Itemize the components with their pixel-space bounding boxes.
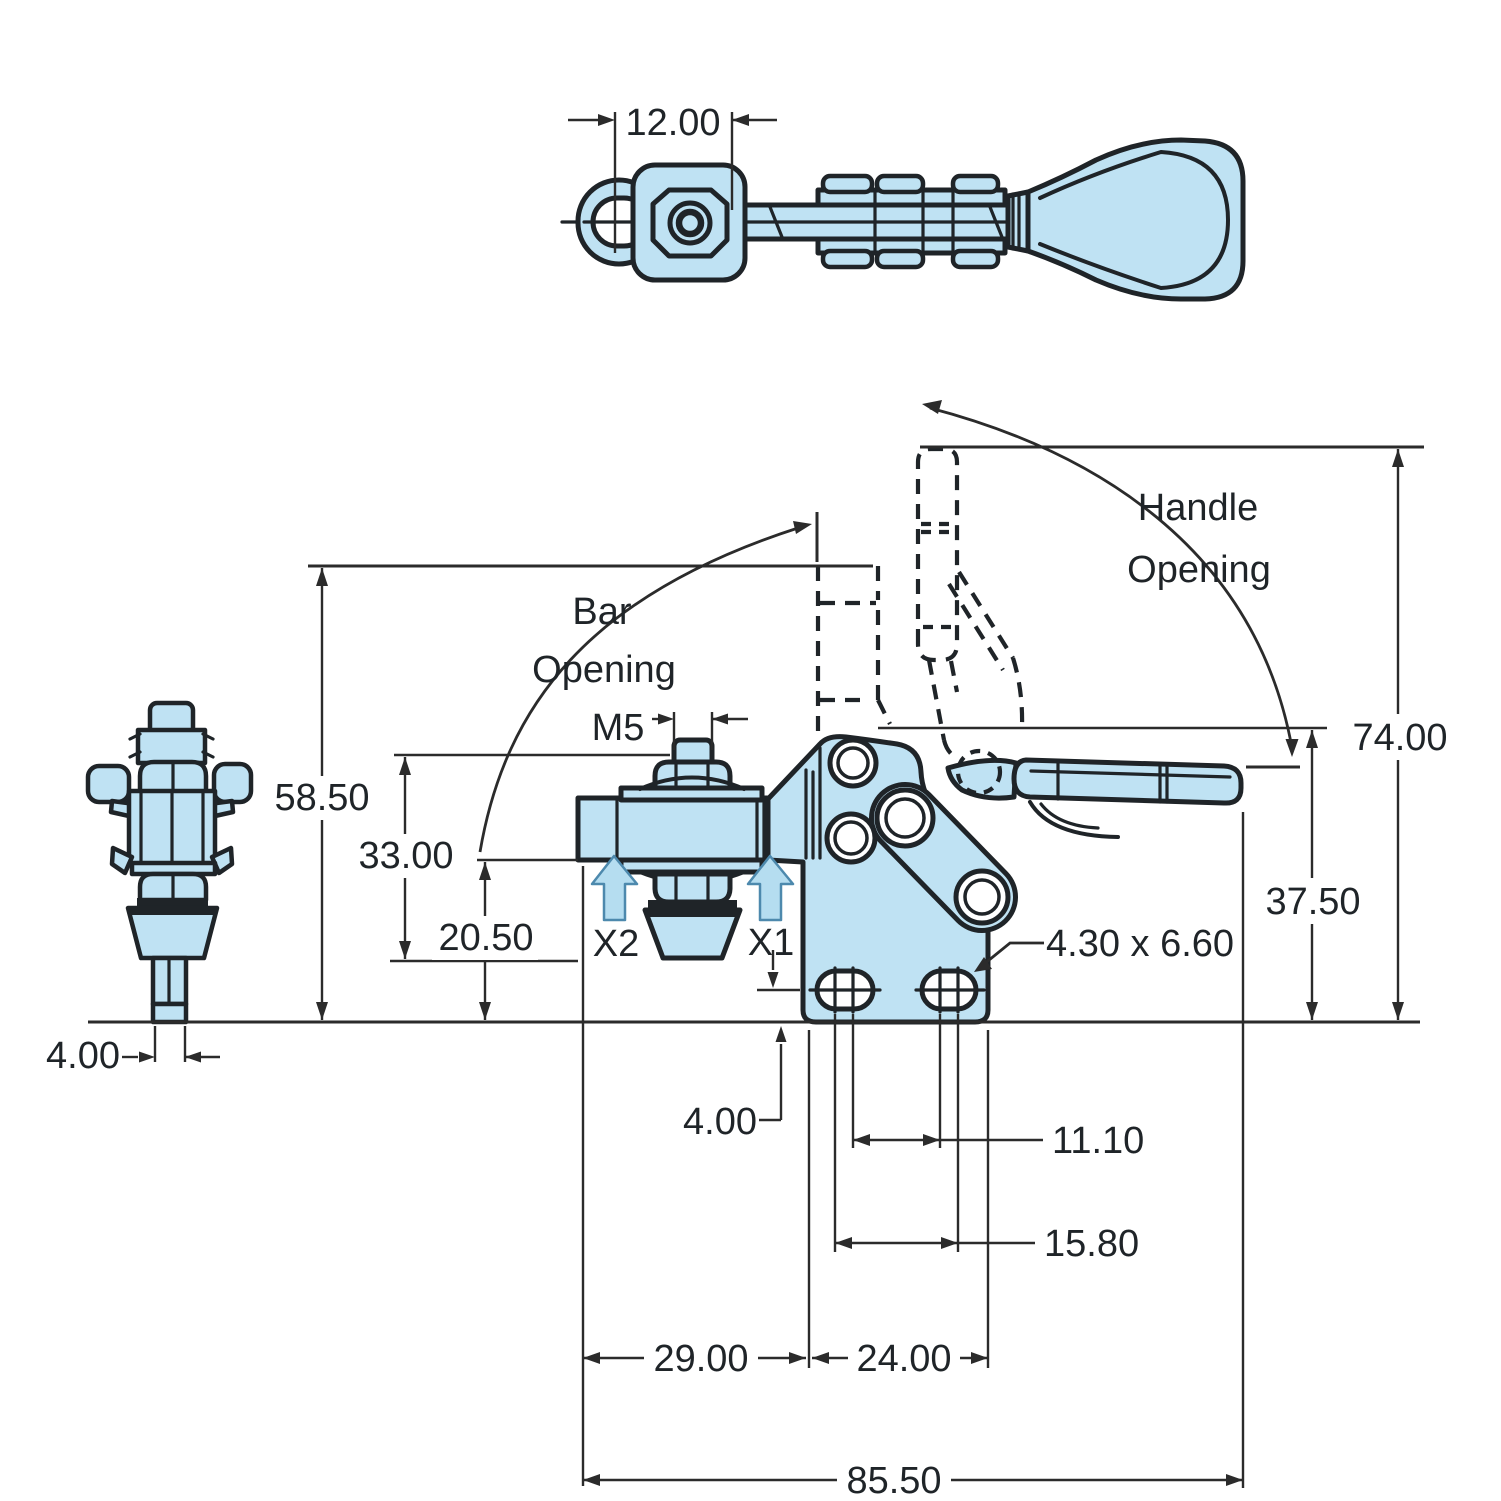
dim-4-00-stem-text: 4.00 (46, 1035, 120, 1077)
rail-divisions (768, 190, 1004, 253)
dim-74-00-text: 74.00 (1352, 717, 1447, 759)
dim-37-50-text: 37.50 (1265, 881, 1360, 923)
hex-nut-top (650, 187, 730, 259)
dim-24-00-text: 24.00 (856, 1338, 951, 1380)
label-m5: M5 (592, 707, 645, 749)
label-bar-opening-1: Bar (572, 591, 631, 633)
washer-upper (618, 785, 765, 803)
dim-74-00: 74.00 (1344, 449, 1454, 1020)
label-handle-opening-1: Handle (1138, 487, 1258, 529)
sv-wing-right (211, 761, 254, 805)
label-bar-opening-2: Opening (532, 649, 676, 691)
dim-29-00: 29.00 (583, 1336, 806, 1380)
pivot-holes (824, 737, 1011, 926)
dim-58-50-text: 58.50 (274, 777, 369, 819)
rib-caps (820, 173, 1001, 270)
pressure-pad (642, 907, 743, 961)
force-arrow-x1 (746, 854, 795, 922)
grip-under-flange-1 (1028, 800, 1120, 839)
sv-collar-hatch (128, 732, 215, 759)
dim-12-00: 12.00 (568, 102, 777, 253)
dim-m5: M5 (592, 707, 748, 750)
handle-paddle-inner (1038, 149, 1231, 291)
sv-cone (125, 905, 220, 961)
dim-20-50: 20.50 (432, 862, 538, 1020)
open-handle-dashed (915, 446, 1025, 796)
spindle-circle-outer (667, 200, 713, 246)
mounting-slots (808, 966, 986, 1014)
dim-12-00-text: 12.00 (625, 102, 720, 144)
bottom-extension-lines (581, 812, 1245, 1488)
washer-upper-dome (638, 775, 746, 791)
spindle-circle-inner (675, 208, 705, 238)
side-view: 4.00 (46, 700, 254, 1077)
grip-inner-line (1029, 769, 1232, 779)
dim-33-00: 33.00 (352, 757, 458, 959)
dim-29-00-text: 29.00 (653, 1338, 748, 1380)
dim-20-50-text: 20.50 (438, 917, 533, 959)
sv-dark-band (137, 898, 208, 908)
pad-dark-band (648, 900, 737, 910)
sv-wing-left (85, 763, 132, 805)
dim-15-80: 15.80 (835, 1223, 1139, 1265)
dim-33-00-text: 33.00 (358, 835, 453, 877)
handle-paddle (1025, 137, 1246, 302)
dim-85-50: 85.50 (583, 1458, 1243, 1501)
top-view: 12.00 (560, 102, 1246, 302)
dim-11-10-text: 11.10 (1052, 1120, 1144, 1162)
dim-24-00: 24.00 (812, 1336, 988, 1380)
slot-size-text: 4.30 x 6.60 (1046, 923, 1234, 965)
dim-15-80-text: 15.80 (1044, 1223, 1139, 1265)
handle-opening-arc (922, 400, 1299, 757)
sv-collar (135, 727, 208, 766)
dim-4-00-base: 4.00 (683, 950, 800, 1143)
dim-4-00-base-text: 4.00 (683, 1101, 757, 1143)
dim-37-50: 37.50 (1258, 730, 1366, 1020)
spindle-assembly (618, 737, 765, 961)
label-x1: X1 (748, 922, 794, 964)
force-arrow-x2 (590, 854, 639, 922)
body-flange-lines (804, 746, 822, 860)
dim-58-50: 58.50 (270, 568, 374, 1020)
sv-clip-left (109, 845, 135, 876)
washer-lower (618, 857, 765, 875)
sv-stem-foot (150, 1001, 189, 1025)
label-x2: X2 (593, 923, 639, 965)
handle-grip (1011, 757, 1244, 806)
dim-85-50-text: 85.50 (846, 1460, 941, 1501)
grip-under-flange-2 (1039, 802, 1100, 830)
slot-size-leader: 4.30 x 6.60 (974, 923, 1234, 972)
bar-opening-arc (478, 521, 812, 853)
spindle-nut-lower (652, 871, 733, 905)
front-view: X2 X1 (88, 400, 1454, 1501)
dim-4-00-stem: 4.00 (46, 1026, 220, 1077)
label-handle-opening-2: Opening (1127, 549, 1271, 591)
open-bar-dashed (815, 566, 892, 740)
dim-11-10: 11.10 (853, 1120, 1144, 1162)
